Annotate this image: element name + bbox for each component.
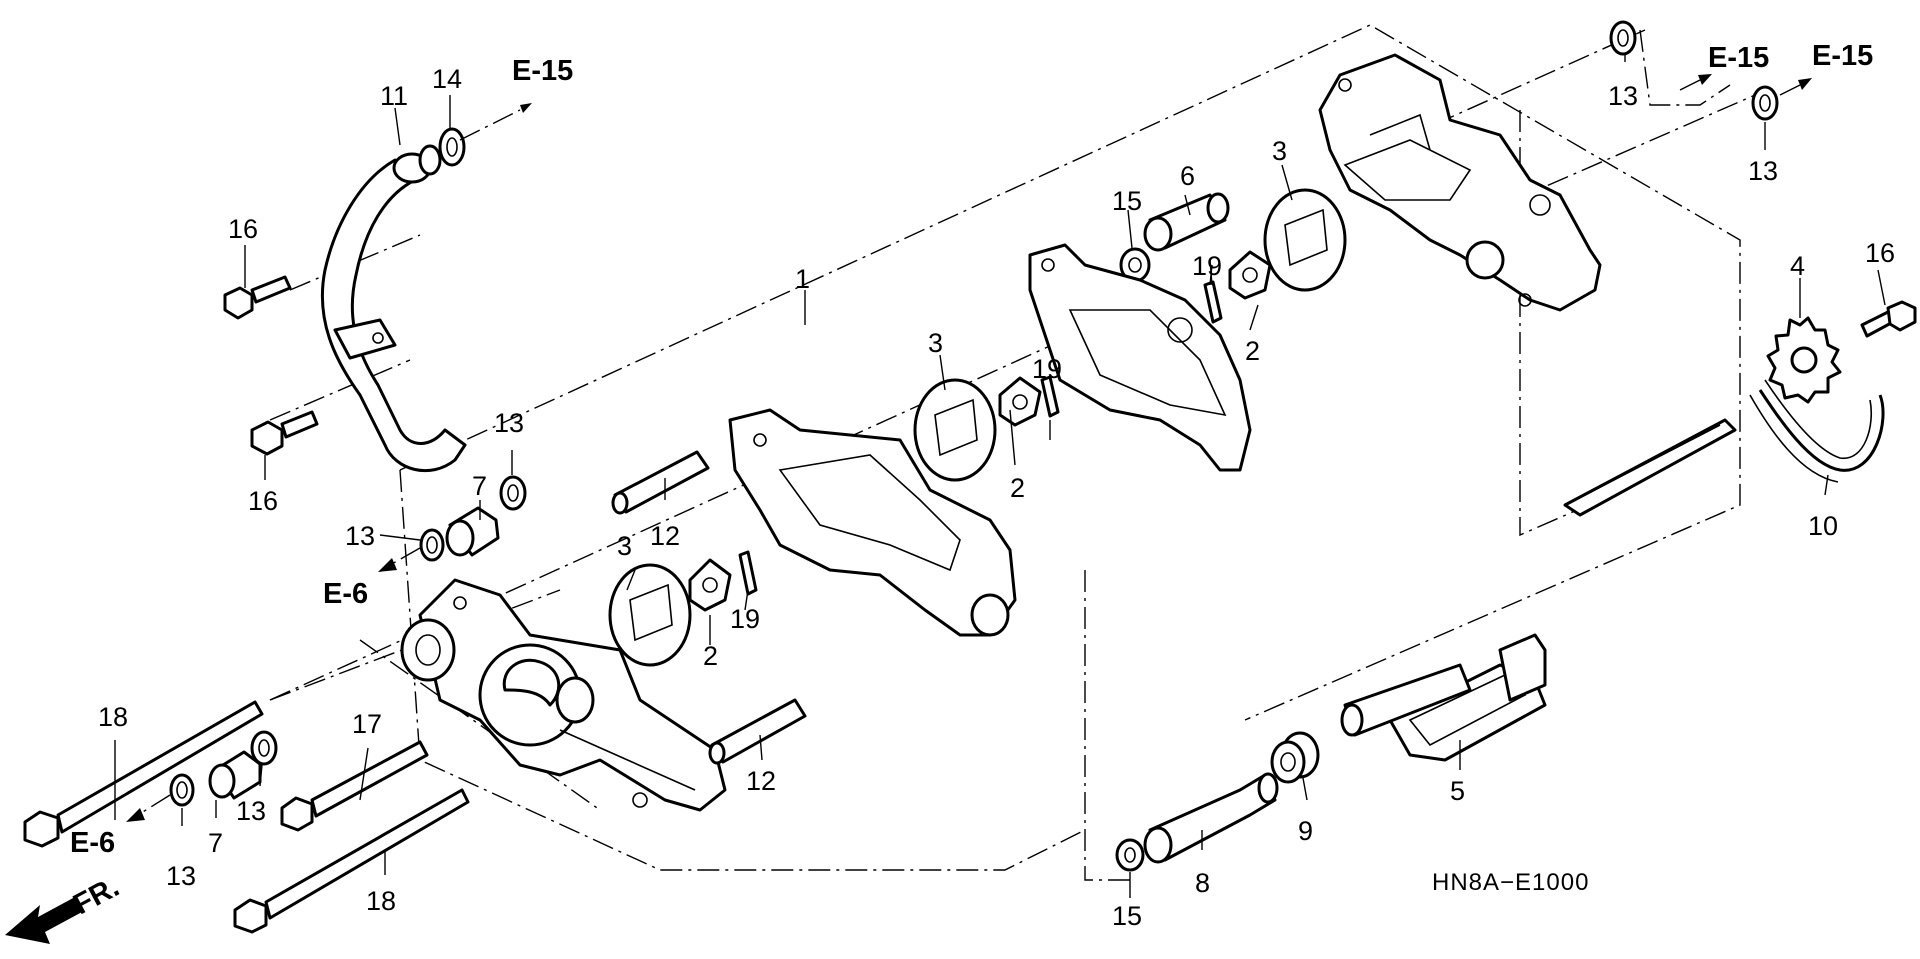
callout-2-c: 2 xyxy=(1245,336,1260,366)
bolt-16-sprocket xyxy=(1860,300,1917,338)
assembly-outline xyxy=(269,24,1756,881)
bolt-17 xyxy=(280,740,429,832)
callout-16-b: 16 xyxy=(248,486,278,516)
callout-13-d: 13 xyxy=(166,861,196,891)
rotor-outer-mid xyxy=(913,378,997,482)
callout-6: 6 xyxy=(1180,161,1195,191)
chain-10 xyxy=(1749,379,1885,483)
oil-strainer-5 xyxy=(1340,633,1547,762)
callout-13-a: 13 xyxy=(494,408,524,438)
ref-e6-upper: E-6 xyxy=(323,578,368,610)
callout-18-b: 18 xyxy=(366,886,396,916)
collar-9 xyxy=(1270,731,1320,784)
callout-13-e: 13 xyxy=(1608,81,1638,111)
callout-18-a: 18 xyxy=(98,702,128,732)
callout-1: 1 xyxy=(795,264,810,294)
callout-13-c: 13 xyxy=(236,796,266,826)
callout-10: 10 xyxy=(1808,511,1838,541)
callout-14: 14 xyxy=(432,64,462,94)
callout-17: 17 xyxy=(352,709,382,739)
pipe-8 xyxy=(1143,772,1279,864)
callout-13-f: 13 xyxy=(1748,156,1778,186)
joint-7-upper xyxy=(445,506,500,557)
callout-2-a: 2 xyxy=(1010,473,1025,503)
reference-labels: E-15 E-15 E-15 E-6 E-6 xyxy=(70,40,1873,859)
dowel-12-lower xyxy=(708,698,807,765)
rotor-inner-rear xyxy=(1228,250,1272,300)
plate-front xyxy=(728,408,1017,637)
callout-4: 4 xyxy=(1790,251,1805,281)
dowel-12-upper xyxy=(611,450,710,515)
ref-e15-right: E-15 xyxy=(1812,40,1873,72)
reference-arrows xyxy=(126,74,1812,822)
rotor-outer-front xyxy=(608,563,692,667)
joint-7-lower xyxy=(208,750,262,800)
callout-9: 9 xyxy=(1298,816,1313,846)
pump-housing-rear xyxy=(1318,53,1602,312)
pin-19-c xyxy=(1203,280,1223,324)
washer-13-e xyxy=(1609,20,1637,56)
washer-13-d xyxy=(169,773,195,807)
callout-19-a: 19 xyxy=(1032,354,1062,384)
callout-11: 11 xyxy=(380,81,408,111)
callout-16-a: 16 xyxy=(228,214,258,244)
diagram-code: HN8A−E1000 xyxy=(1432,869,1589,896)
pin-19-a xyxy=(738,550,758,596)
ref-e15-pipe: E-15 xyxy=(512,55,573,87)
washer-13-f xyxy=(1751,85,1779,121)
callout-3-c: 3 xyxy=(1272,136,1287,166)
plate-mid xyxy=(1028,243,1252,472)
bolt-upper xyxy=(223,275,292,320)
callout-5: 5 xyxy=(1450,776,1465,806)
callout-3-b: 3 xyxy=(617,531,632,561)
callout-7-b: 7 xyxy=(208,828,223,858)
callout-2-b: 2 xyxy=(703,641,718,671)
callout-16-c: 16 xyxy=(1865,238,1895,268)
washer-13-a xyxy=(499,475,527,511)
washer-13-b xyxy=(419,528,445,562)
bolt-18-upper xyxy=(23,700,264,848)
ref-e6-lower: E-6 xyxy=(70,827,115,859)
callout-15-a: 15 xyxy=(1112,186,1142,216)
washer-15-b xyxy=(1115,838,1145,872)
rotor-inner-mid xyxy=(998,376,1042,427)
callout-19-c: 19 xyxy=(1192,251,1222,281)
ref-e15-mid: E-15 xyxy=(1708,42,1769,74)
callout-15-b: 15 xyxy=(1112,901,1142,931)
callout-12-b: 12 xyxy=(746,766,776,796)
pump-body-front xyxy=(400,578,727,812)
callout-8: 8 xyxy=(1195,868,1210,898)
front-direction-arrow: FR. xyxy=(5,871,125,944)
rotor-outer-rear xyxy=(1263,188,1347,292)
rotor-inner-front xyxy=(688,558,732,612)
pin-19-b xyxy=(1040,375,1060,418)
callout-3-a: 3 xyxy=(928,328,943,358)
chain-guide xyxy=(1563,418,1737,517)
washer-14 xyxy=(438,127,466,167)
callout-13-b: 13 xyxy=(345,521,375,551)
callout-12-a: 12 xyxy=(650,521,680,551)
oil-pipe xyxy=(320,144,467,473)
callout-19-b: 19 xyxy=(730,604,760,634)
callout-labels: 1 2 2 2 3 3 3 4 5 6 7 7 8 9 10 11 12 12 … xyxy=(98,64,1895,931)
leader-lines xyxy=(114,55,1886,898)
sprocket-4 xyxy=(1766,316,1842,404)
bolt-18-lower xyxy=(233,788,470,934)
drive-shaft-6 xyxy=(1143,192,1230,252)
washer-13-c xyxy=(250,730,278,766)
bolt-lower xyxy=(250,410,319,456)
callout-7-a: 7 xyxy=(472,471,487,501)
